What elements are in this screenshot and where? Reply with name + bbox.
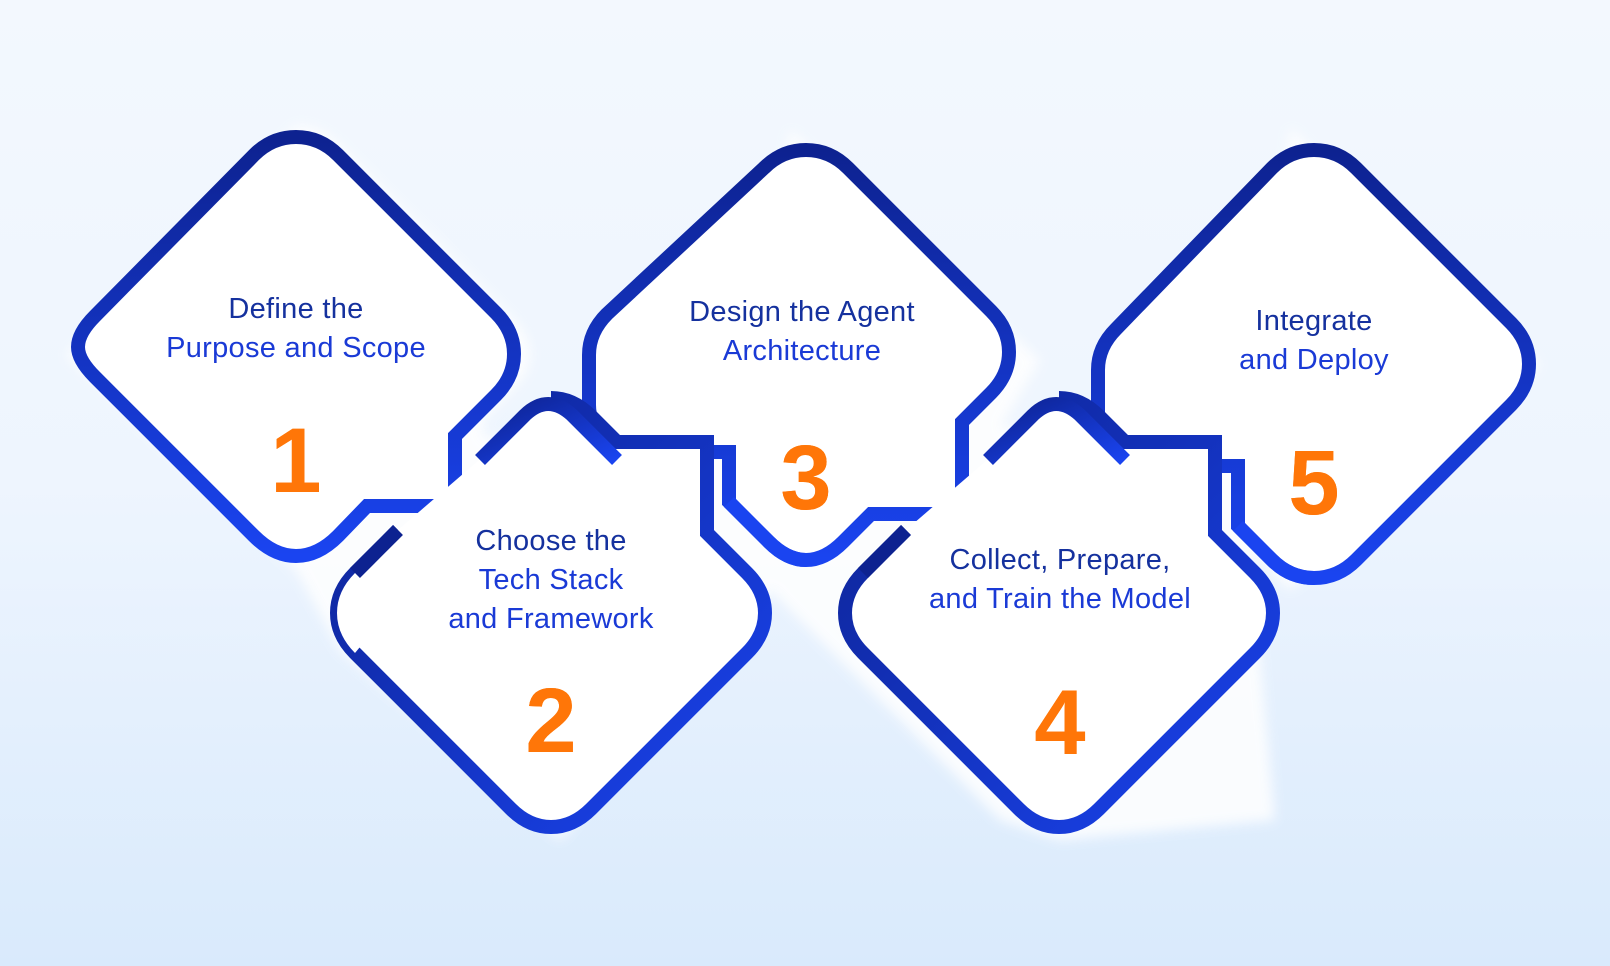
step-1-line-2: Purpose and Scope: [166, 332, 426, 364]
step-2-label: Choose the Tech Stack and Framework: [448, 522, 653, 639]
step-4-label: Collect, Prepare, and Train the Model: [929, 541, 1191, 619]
step-5-line-2: and Deploy: [1239, 344, 1389, 376]
step-1-number: 1: [270, 410, 322, 512]
diamond-step-4: [837, 391, 1281, 835]
step-4-number: 4: [1034, 672, 1086, 774]
step-5-line-1: Integrate: [1255, 305, 1373, 337]
step-3-label: Design the Agent Architecture: [689, 293, 915, 371]
step-4-line-2: and Train the Model: [928, 583, 1192, 615]
step-2-line-3: and Framework: [448, 603, 654, 635]
interlock-segments: [350, 397, 1315, 585]
step-1-line-1: Define the: [228, 293, 364, 325]
step-5-label: Integrate and Deploy: [1239, 302, 1389, 380]
diamond-step-2: [329, 391, 773, 835]
step-3-number: 3: [780, 427, 832, 529]
step-2-number: 2: [525, 670, 577, 772]
step-5-number: 5: [1288, 432, 1340, 534]
step-1-label: Define the Purpose and Scope: [166, 290, 426, 368]
step-2-line-2: Tech Stack: [478, 564, 624, 596]
step-2-line-1: Choose the: [475, 525, 627, 557]
step-3-line-2: Architecture: [722, 335, 882, 367]
step-4-line-1: Collect, Prepare,: [949, 544, 1171, 576]
diamond-step-1: [70, 129, 522, 564]
step-3-line-1: Design the Agent: [689, 296, 915, 328]
